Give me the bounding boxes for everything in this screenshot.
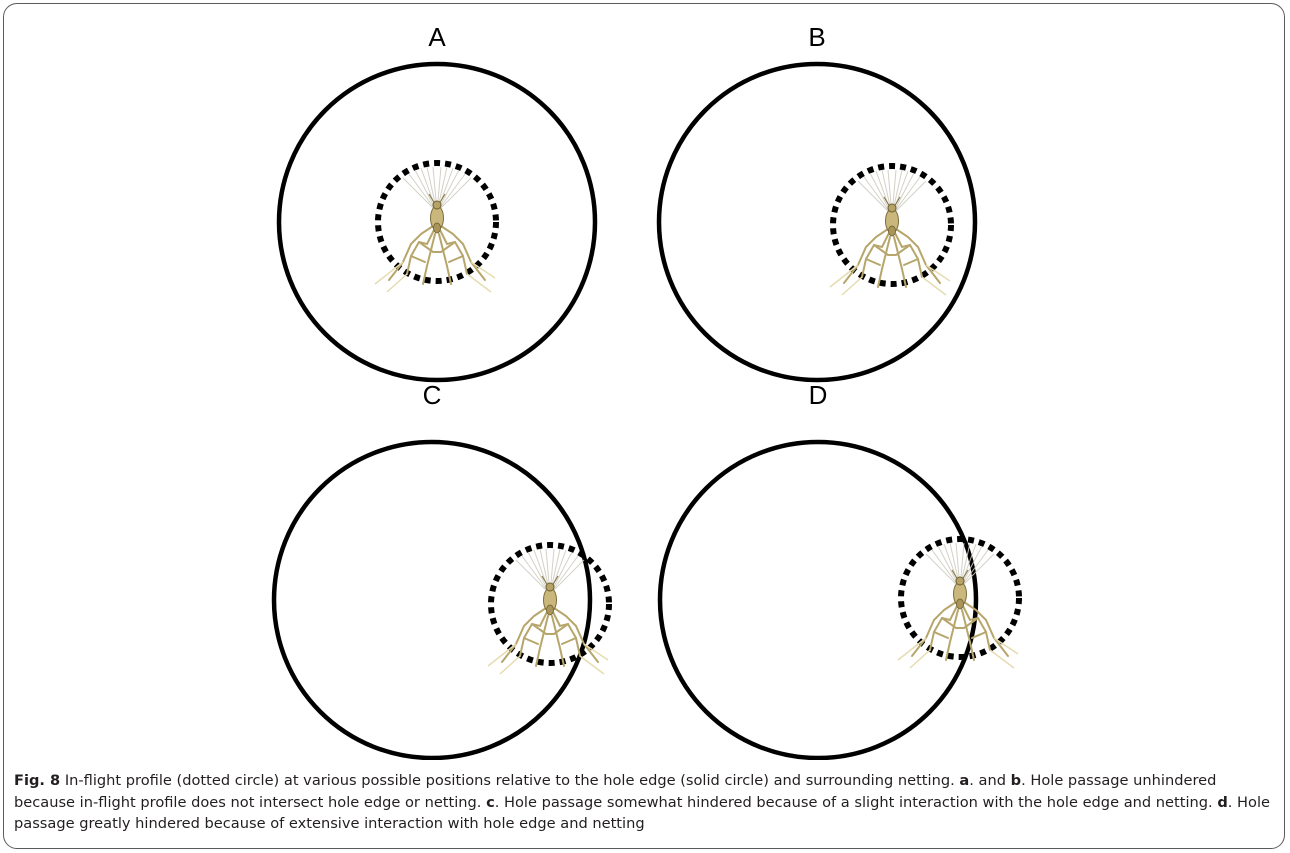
panel-label-d: D (809, 380, 828, 410)
figure-caption: Fig. 8 In-flight profile (dotted circle)… (14, 770, 1276, 835)
caption-label-d: d (1217, 793, 1228, 811)
flight-profile-circle-d (898, 536, 1022, 660)
panel-label-c: C (423, 380, 442, 410)
panel-label-a: A (428, 22, 446, 52)
hole-edge-circle-d (657, 439, 979, 760)
figure-8-illustration: A B C D (271, 22, 1022, 760)
figure-frame (3, 3, 1285, 849)
flight-profile-circle-b (830, 163, 954, 287)
caption-ab-text: . Hole passage unhindered because in-fli… (14, 772, 1217, 811)
caption-c-text: . Hole passage somewhat hindered because… (494, 793, 1218, 811)
caption-intro: In-flight profile (dotted circle) at var… (60, 772, 960, 789)
hole-edge-circle-a (276, 61, 598, 383)
hole-edge-circle-b (656, 61, 978, 383)
flight-profile-circle-c (488, 542, 612, 666)
caption-label-c: c (486, 793, 495, 811)
caption-and: . and (969, 772, 1011, 789)
caption-label-a: a (959, 772, 970, 789)
figure-number: Fig. 8 (14, 772, 61, 789)
flight-profile-circle-a (375, 160, 499, 284)
caption-d-text: . Hole passage greatly hindered because … (14, 793, 1270, 833)
caption-label-b: b (1010, 772, 1022, 789)
panel-label-b: B (808, 22, 825, 52)
hole-edge-circle-c (271, 439, 593, 760)
